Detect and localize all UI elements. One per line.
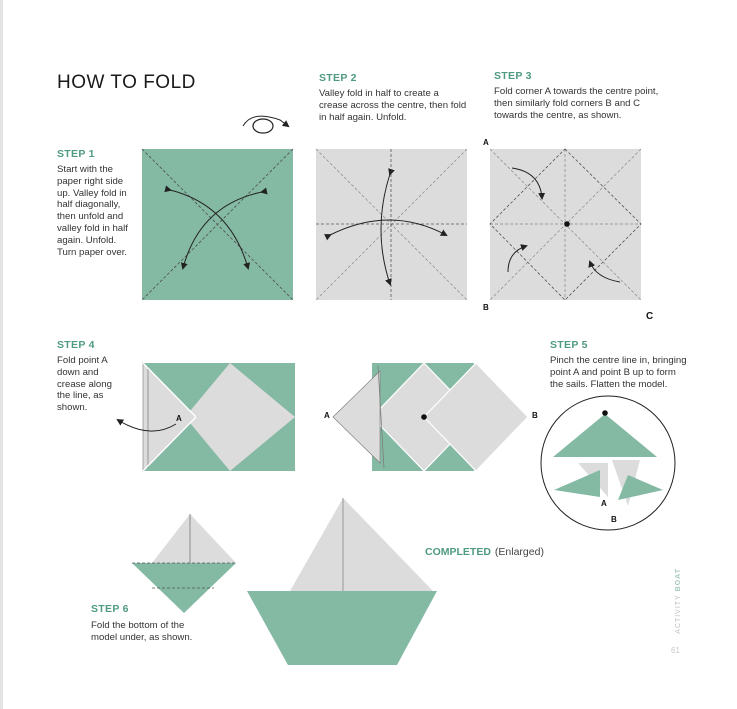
step1-line: Turn paper over. [57, 246, 128, 258]
step1-line: Start with the [57, 164, 113, 175]
step1-title: STEP 1 [57, 148, 95, 160]
step3-text: Fold corner A towards the centre point, … [494, 86, 704, 121]
label-b-step4-right: B [532, 411, 538, 420]
step3-line: then similarly fold corners B and C [494, 97, 641, 109]
step4-line: the line, as [57, 390, 104, 402]
step2-line: in half again. Unfold. [319, 111, 407, 123]
step5-title: STEP 5 [550, 339, 588, 351]
step1-line: up. Valley fold in [57, 187, 127, 199]
step6-line: Fold the bottom of the [91, 620, 185, 631]
step3-line: Fold corner A towards the centre point, [494, 86, 659, 97]
step5-diagram [540, 395, 676, 531]
step4-line: shown. [57, 402, 88, 414]
step2-line: Valley fold in half to create a [319, 88, 439, 99]
step1-line: paper right side [57, 175, 124, 187]
turn-over-icon [242, 115, 290, 134]
step6-line: model under, as shown. [91, 631, 193, 643]
step5-line: the sails. Flatten the model. [550, 378, 668, 390]
step4-diagram-right [332, 362, 529, 472]
step6-text: Fold the bottom of the model under, as s… [91, 620, 231, 644]
step4-diagram-left [116, 362, 295, 472]
step3-diagram [489, 148, 642, 301]
step4-line: crease along [57, 378, 112, 390]
page-edge [0, 0, 3, 709]
completed-label: COMPLETED [425, 546, 491, 558]
completed-boat [247, 498, 437, 665]
label-b-step3: B [483, 303, 489, 312]
label-a-step3: A [483, 138, 489, 147]
page-title: HOW TO FOLD [57, 72, 196, 93]
step4-text: Fold point A down and crease along the l… [57, 355, 137, 414]
step5-line: point A and point B up to form [550, 366, 676, 378]
label-a-step5: A [601, 499, 607, 508]
step4-title: STEP 4 [57, 339, 95, 351]
step1-text: Start with the paper right side up. Vall… [57, 164, 147, 258]
step3-line: towards the centre, as shown. [494, 109, 622, 121]
step1-line: then unfold and [57, 211, 124, 223]
completed-note: (Enlarged) [494, 546, 544, 558]
label-a-step4-left: A [176, 414, 182, 423]
sidebar-activity-label: ACTIVITY BOAT [675, 568, 682, 634]
step1-diagram [141, 148, 294, 301]
label-a-step4-right: A [324, 411, 330, 420]
step3-title: STEP 3 [494, 70, 532, 82]
step1-line: half diagonally, [57, 199, 121, 211]
sidebar-name: BOAT [675, 568, 682, 592]
step2-text: Valley fold in half to create a crease a… [319, 88, 489, 123]
completed-caption: COMPLETED(Enlarged) [425, 546, 544, 558]
step1-line: again. Unfold. [57, 234, 117, 246]
step5-text: Pinch the centre line in, bringing point… [550, 355, 730, 390]
step6-title: STEP 6 [91, 603, 129, 615]
step4-line: down and [57, 366, 99, 378]
step2-title: STEP 2 [319, 72, 357, 84]
step5-line: Pinch the centre line in, bringing [550, 355, 687, 366]
step2-diagram [315, 148, 468, 301]
sidebar-prefix: ACTIVITY [675, 594, 682, 634]
page-number: 61 [671, 646, 680, 655]
step4-line: Fold point A [57, 355, 108, 366]
step1-line: valley fold in half [57, 222, 128, 234]
label-b-step5: B [611, 515, 617, 524]
step6-diagram [132, 514, 236, 613]
label-c-step3: C [646, 311, 654, 322]
step2-line: crease across the centre, then fold [319, 99, 467, 111]
